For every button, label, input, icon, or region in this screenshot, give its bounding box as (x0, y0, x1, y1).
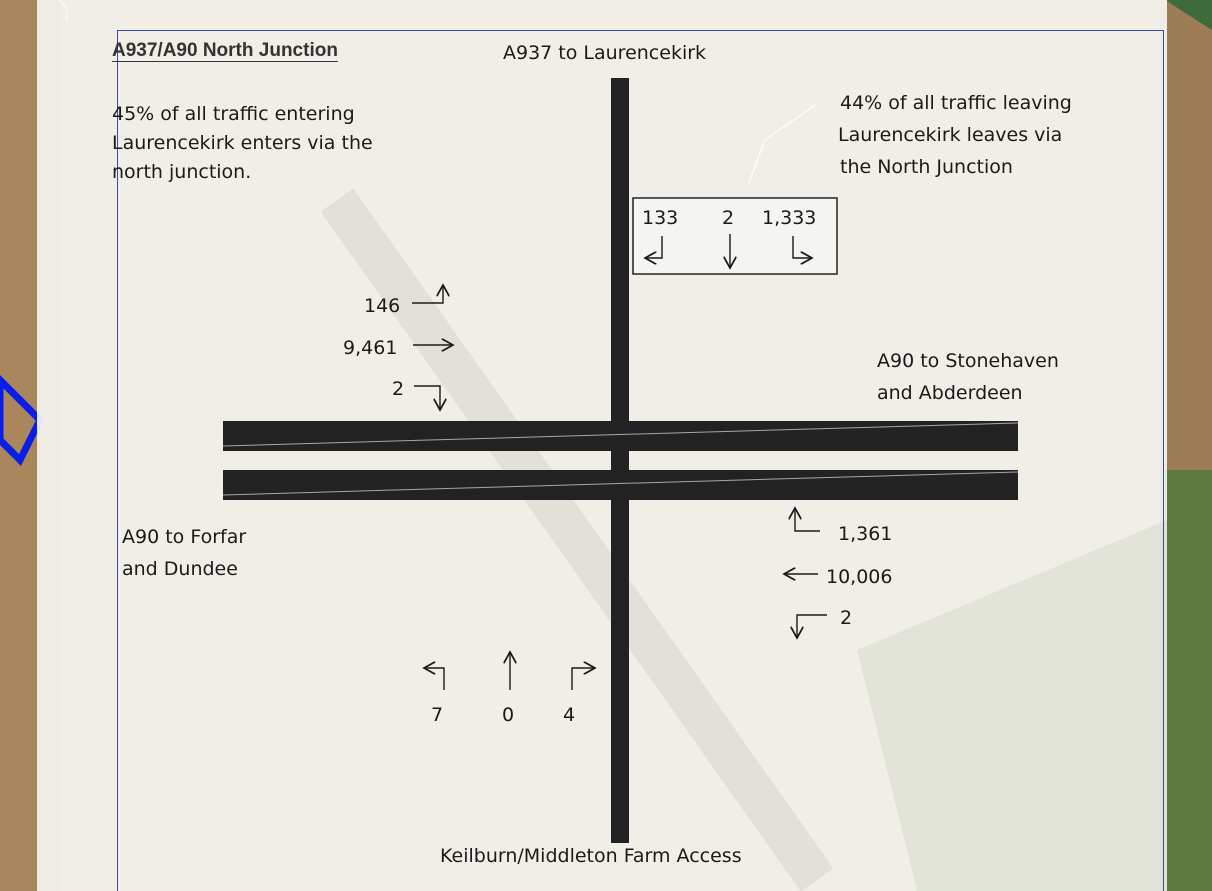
left-turn-west-arrow-icon (424, 668, 445, 690)
leaving-note-line-1: 44% of all traffic leaving (840, 92, 1072, 114)
road-label-north: A937 to Laurencekirk (503, 42, 707, 64)
left-turn-arrow-icon (645, 236, 663, 258)
junction-title: A937/A90 North Junction (112, 40, 338, 61)
entering-note-line-1: 45% of all traffic entering (112, 103, 355, 125)
road-label-east-line-2: and Abderdeen (877, 382, 1023, 404)
a90-westbound-carriageway (223, 421, 1018, 451)
from-south-straight-count: 0 (502, 704, 514, 726)
from-south-right-count: 4 (563, 704, 575, 726)
road-label-east-line-1: A90 to Stonehaven (877, 350, 1059, 372)
road-label-west-line-1: A90 to Forfar (122, 526, 247, 548)
from-west-left-count: 146 (364, 295, 400, 317)
entering-note-line-2: Laurencekirk enters via the (112, 132, 373, 154)
from-west-right-count: 2 (392, 378, 404, 400)
from-south-left-count: 7 (431, 704, 443, 726)
entering-note-line-3: north junction. (112, 161, 252, 183)
from-east-left-count: 2 (840, 607, 852, 629)
from-north-right-count: 1,333 (762, 207, 816, 229)
road-label-west-line-2: and Dundee (122, 558, 238, 580)
a90-eastbound-carriageway (223, 470, 1018, 500)
diagram-frame (117, 30, 1164, 891)
a937-road (611, 78, 629, 843)
leaving-note-line-2: Laurencekirk leaves via (838, 124, 1063, 146)
right-turn-arrow-icon (792, 236, 812, 258)
road-label-south: Keilburn/Middleton Farm Access (440, 845, 742, 867)
from-north-straight-count: 2 (722, 207, 734, 229)
left-turn-down-arrow-icon (797, 614, 827, 638)
left-turn-up-arrow-icon (412, 285, 443, 304)
from-west-straight-count: 9,461 (343, 337, 397, 359)
right-turn-down-arrow-icon (414, 385, 440, 410)
right-turn-east-arrow-icon (571, 668, 595, 690)
from-east-right-count: 1,361 (838, 523, 892, 545)
leaving-note-line-3: the North Junction (840, 156, 1013, 178)
from-north-left-count: 133 (642, 207, 678, 229)
from-east-straight-count: 10,006 (826, 566, 892, 588)
right-turn-up-arrow-icon (795, 508, 820, 532)
